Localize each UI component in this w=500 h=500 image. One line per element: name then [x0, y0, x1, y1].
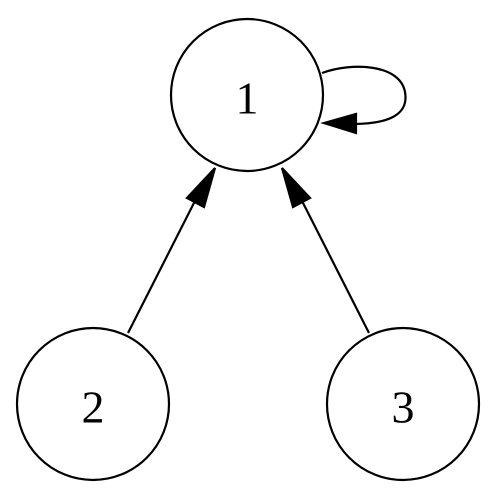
node-2-circle — [15, 326, 171, 482]
edge-3-to-1-line — [298, 194, 370, 334]
node-1[interactable]: 1 — [169, 17, 325, 173]
edge-1-to-1-self-loop — [320, 65, 407, 135]
node-2[interactable]: 2 — [15, 326, 171, 482]
edge-1-to-1-arrowhead — [320, 112, 358, 135]
edge-2-to-1-arrowhead — [185, 167, 217, 209]
node-1-circle — [169, 17, 325, 173]
node-1-label: 1 — [236, 73, 259, 124]
edge-3-to-1 — [280, 167, 370, 334]
edge-3-to-1-arrowhead — [280, 167, 312, 209]
node-2-label: 2 — [82, 382, 105, 433]
edge-2-to-1-line — [127, 194, 199, 334]
node-3-label: 3 — [392, 382, 415, 433]
edge-1-to-1-loop-path — [321, 65, 407, 126]
edge-2-to-1 — [127, 167, 217, 334]
node-3[interactable]: 3 — [325, 326, 481, 482]
node-3-circle — [325, 326, 481, 482]
